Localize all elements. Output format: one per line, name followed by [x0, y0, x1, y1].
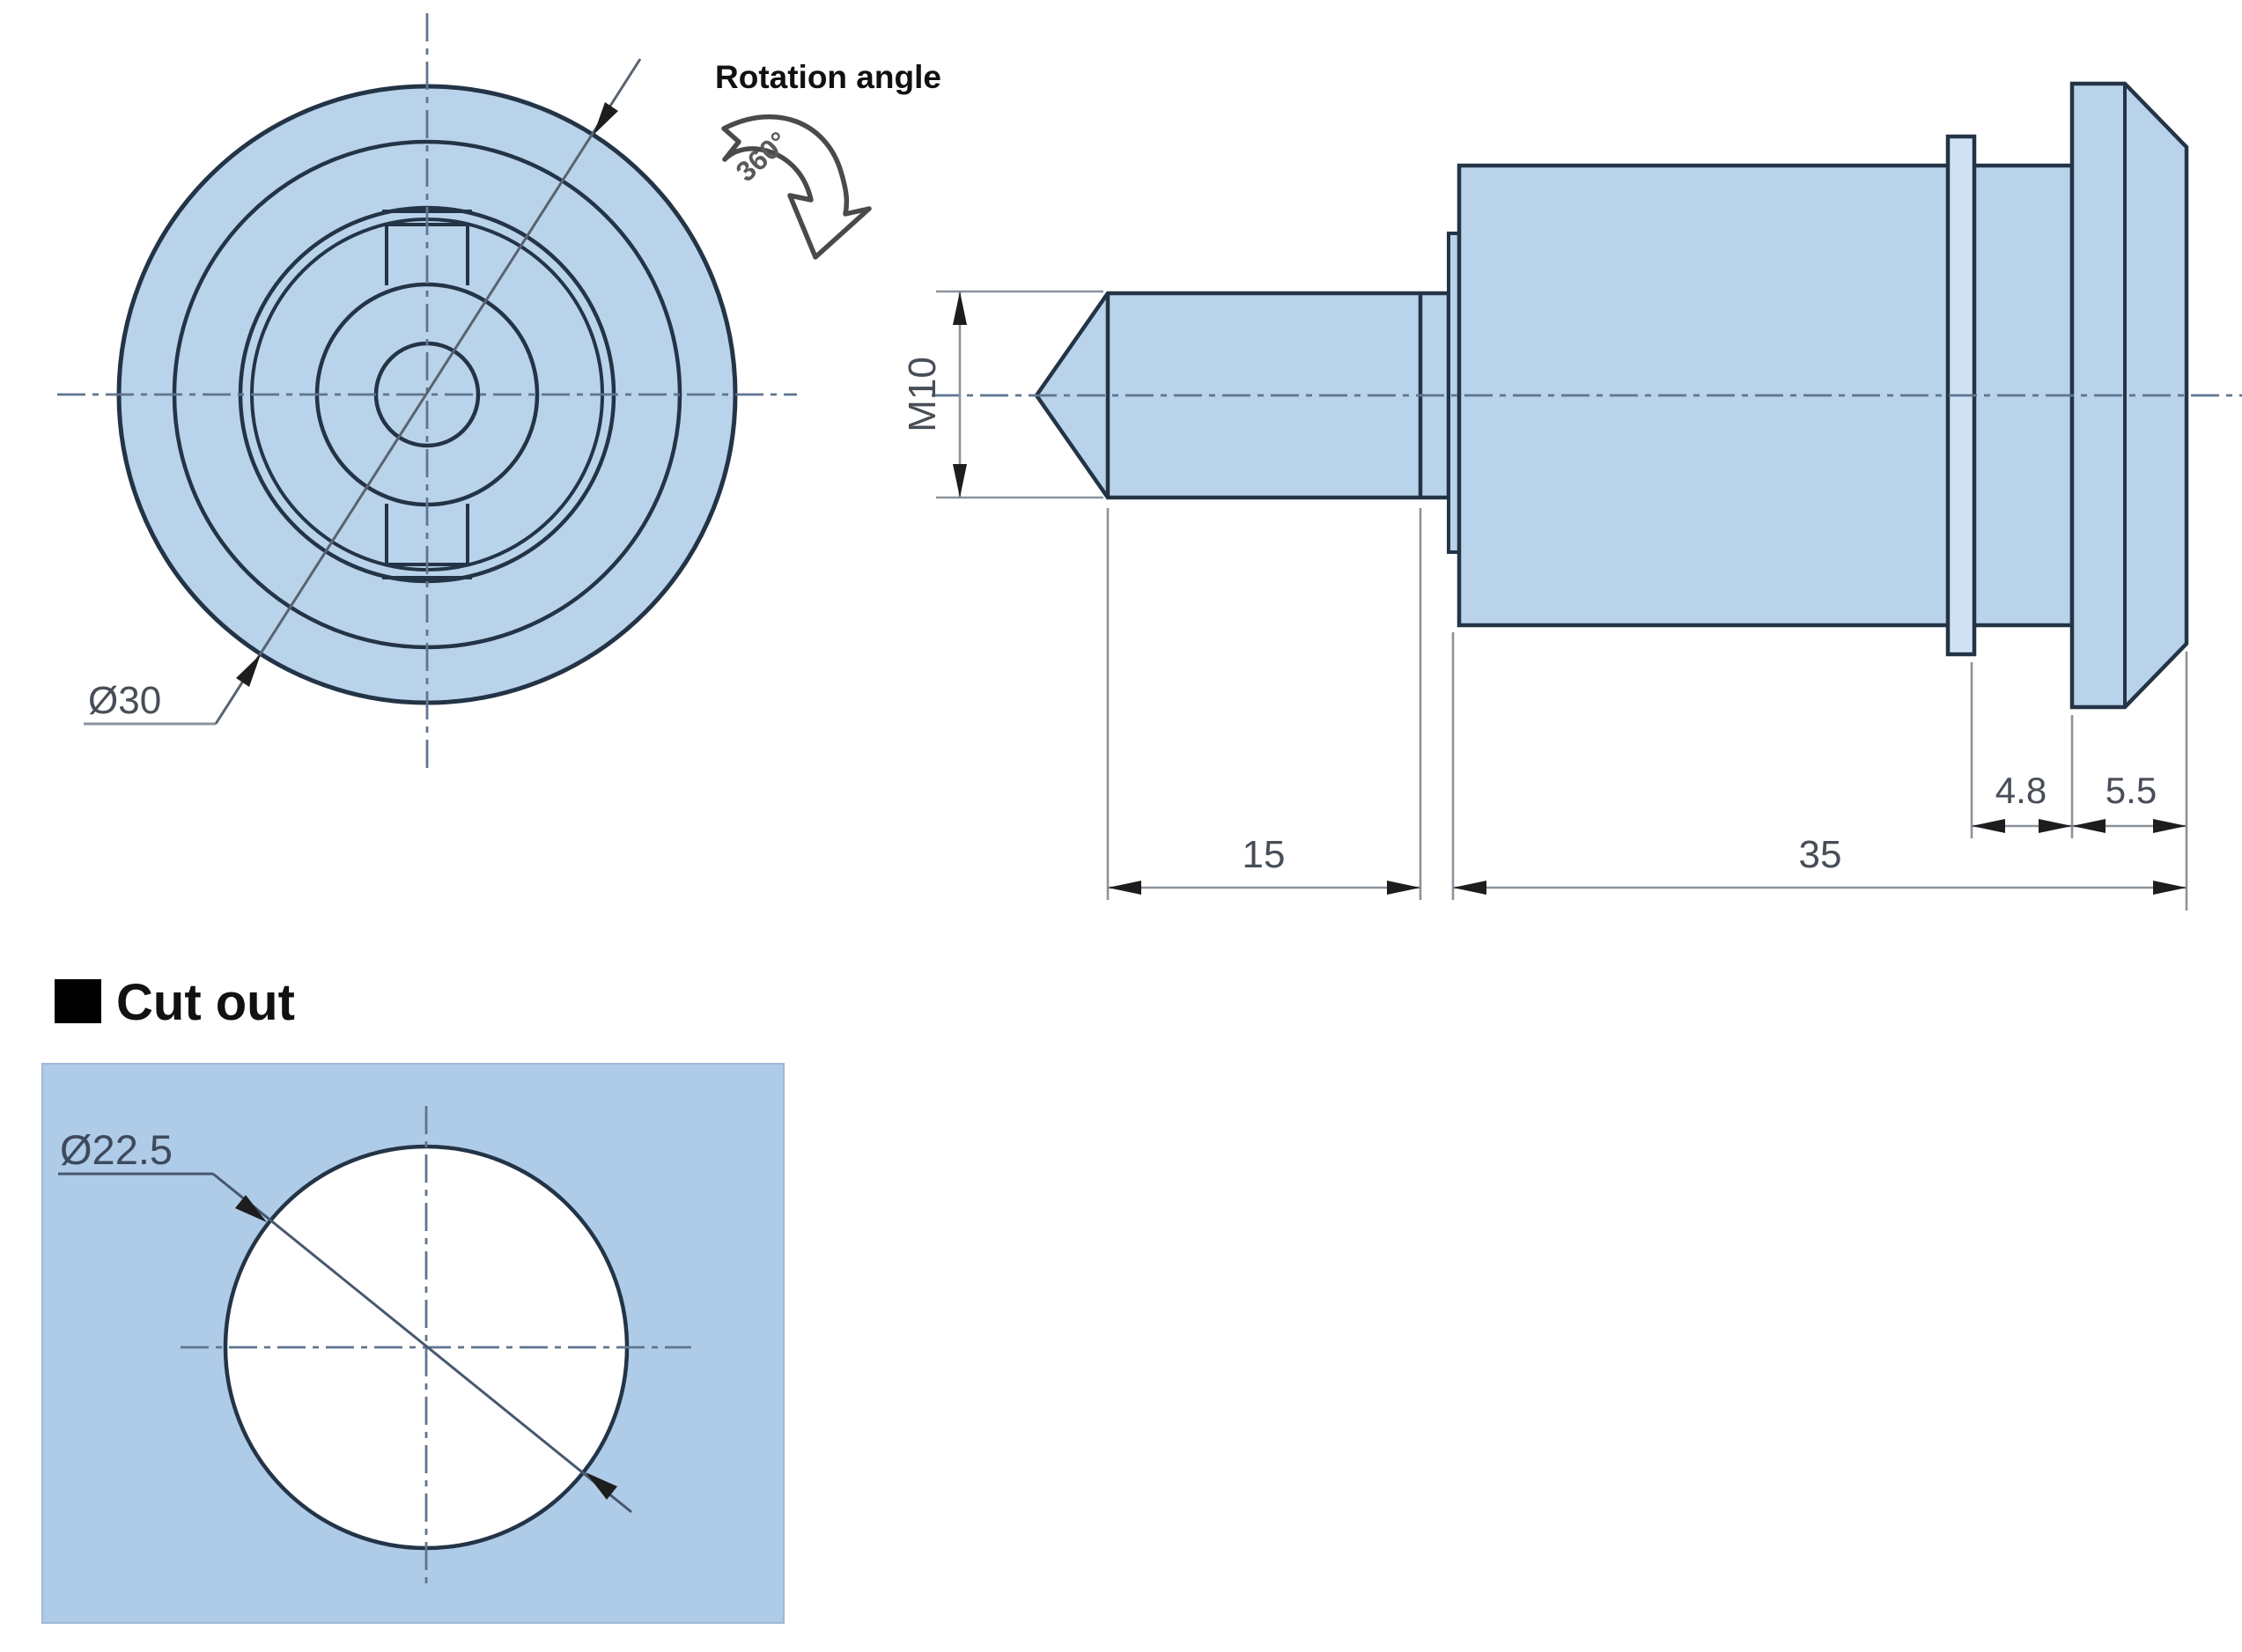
diameter-line — [212, 1172, 632, 1514]
front-diameter-dimension: Ø30 — [84, 58, 642, 726]
head-width-label: 5.5 — [2106, 770, 2157, 811]
cutout-diameter-label: Ø22.5 — [60, 1126, 173, 1173]
dimension-35: 35 — [1451, 632, 2188, 911]
arrowhead — [235, 1195, 267, 1222]
arrowhead — [953, 464, 967, 498]
rotation-caption: Rotation angle — [715, 59, 941, 95]
arrowhead — [2153, 819, 2187, 833]
cutout-section: Cut out Ø22.5 — [41, 974, 785, 1624]
thread-length-label: 15 — [1243, 833, 1286, 876]
body-length-label: 35 — [1799, 833, 1842, 876]
section-bullet-icon — [55, 979, 101, 1023]
thread-size-label: M10 — [901, 357, 944, 432]
arrowhead — [1972, 819, 2005, 833]
cutout-heading: Cut out — [116, 974, 295, 1031]
side-view: M10 15 35 4.8 — [901, 81, 2242, 911]
cutout-diameter-dimension: Ø22.5 — [58, 1126, 632, 1514]
front-diameter-label: Ø30 — [88, 679, 161, 722]
dimension-4-8-and-5-5: 4.8 5.5 — [1970, 662, 2187, 838]
arrowhead — [236, 654, 261, 687]
rotation-annotation: Rotation angle 360° — [715, 59, 941, 260]
rotation-swoosh-arrow-icon — [721, 114, 872, 260]
dimension-m10: M10 — [901, 290, 1103, 499]
arrowhead — [2153, 881, 2187, 895]
arrowhead — [953, 291, 967, 325]
arrowhead — [1387, 881, 1420, 895]
arrowhead — [2072, 819, 2106, 833]
arrowhead — [586, 1472, 617, 1500]
arrowhead — [1108, 881, 1141, 895]
arrowhead — [2039, 819, 2072, 833]
dimension-15: 15 — [1106, 508, 1422, 900]
diameter-line — [214, 58, 642, 725]
arrowhead — [1453, 881, 1486, 895]
groove-width-label: 4.8 — [1995, 770, 2047, 811]
arrowhead — [594, 102, 618, 135]
front-view: Ø30 — [57, 13, 797, 775]
